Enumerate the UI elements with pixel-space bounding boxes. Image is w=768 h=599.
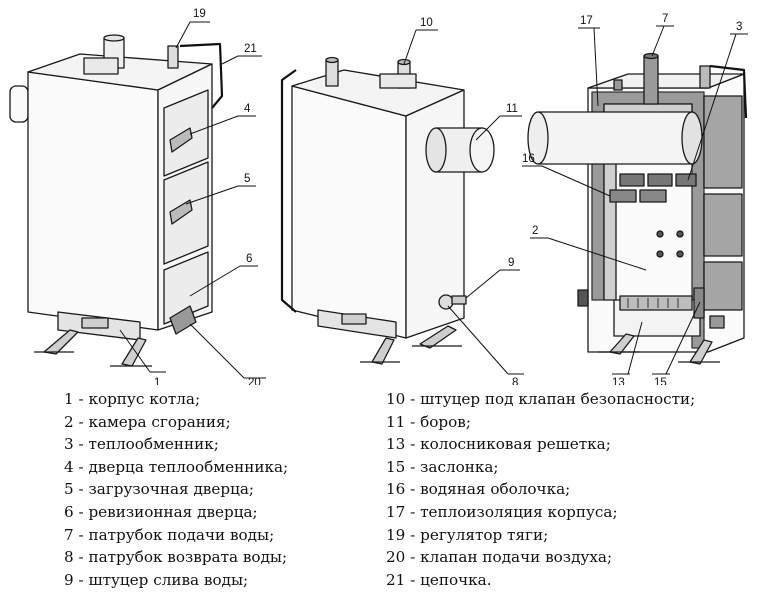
callout-9: 9 bbox=[508, 257, 514, 269]
legend-left-column: 1 - корпус котла; 2 - камера сгорания; 3… bbox=[64, 388, 288, 591]
callout-2: 2 bbox=[532, 225, 538, 237]
callout-3: 3 bbox=[736, 21, 742, 33]
legend-item: 3 - теплообменник; bbox=[64, 435, 219, 454]
callout-15: 15 bbox=[654, 377, 667, 385]
legend-item: 17 - теплоизоляция корпуса; bbox=[386, 502, 618, 521]
callout-6: 6 bbox=[246, 253, 252, 265]
legend-item: 16 - водяная оболочка; bbox=[386, 480, 571, 499]
legend-item: 6 - ревизионная дверца; bbox=[64, 502, 258, 521]
callout-19: 19 bbox=[193, 8, 206, 20]
legend-item: 11 - боров; bbox=[386, 412, 471, 431]
legend-item: 1 - корпус котла; bbox=[64, 390, 201, 408]
legend-item: 9 - штуцер слива воды; bbox=[64, 570, 249, 589]
callout-4: 4 bbox=[244, 103, 251, 115]
legend-item: 21 - цепочка. bbox=[386, 570, 492, 589]
boiler-cutaway-view bbox=[527, 52, 748, 365]
legend-item: 8 - патрубок возврата воды; bbox=[64, 548, 288, 567]
callout-8: 8 bbox=[512, 377, 518, 385]
boiler-rear-view bbox=[280, 56, 495, 365]
legend-item: 15 - заслонка; bbox=[386, 457, 499, 476]
callout-1: 1 bbox=[154, 377, 160, 385]
legend-item: 10 - штуцер под клапан безопасности; bbox=[386, 390, 696, 408]
legend-item: 2 - камера сгорания; bbox=[64, 412, 231, 431]
callout-21: 21 bbox=[244, 43, 257, 55]
legend-right-column: 10 - штуцер под клапан безопасности; 11 … bbox=[386, 388, 695, 591]
callout-11: 11 bbox=[506, 103, 518, 115]
callout-5: 5 bbox=[244, 173, 250, 185]
callout-10: 10 bbox=[420, 17, 433, 29]
boiler-diagram: 19 21 4 5 6 1 20 10 11 9 8 17 7 3 16 2 1… bbox=[9, 8, 748, 385]
legend-item: 4 - дверца теплообменника; bbox=[64, 457, 289, 476]
legend-item: 19 - регулятор тяги; bbox=[386, 525, 549, 544]
callout-17: 17 bbox=[580, 15, 593, 27]
callout-20: 20 bbox=[248, 377, 261, 385]
legend-item: 20 - клапан подачи воздуха; bbox=[386, 548, 613, 567]
callout-7: 7 bbox=[662, 13, 668, 25]
callout-13: 13 bbox=[612, 377, 625, 385]
callout-16: 16 bbox=[522, 153, 535, 165]
legend-item: 7 - патрубок подачи воды; bbox=[64, 525, 275, 544]
boiler-front-view bbox=[9, 34, 224, 367]
legend-item: 5 - загрузочная дверца; bbox=[64, 480, 255, 499]
legend-item: 13 - колосниковая решетка; bbox=[386, 435, 611, 454]
